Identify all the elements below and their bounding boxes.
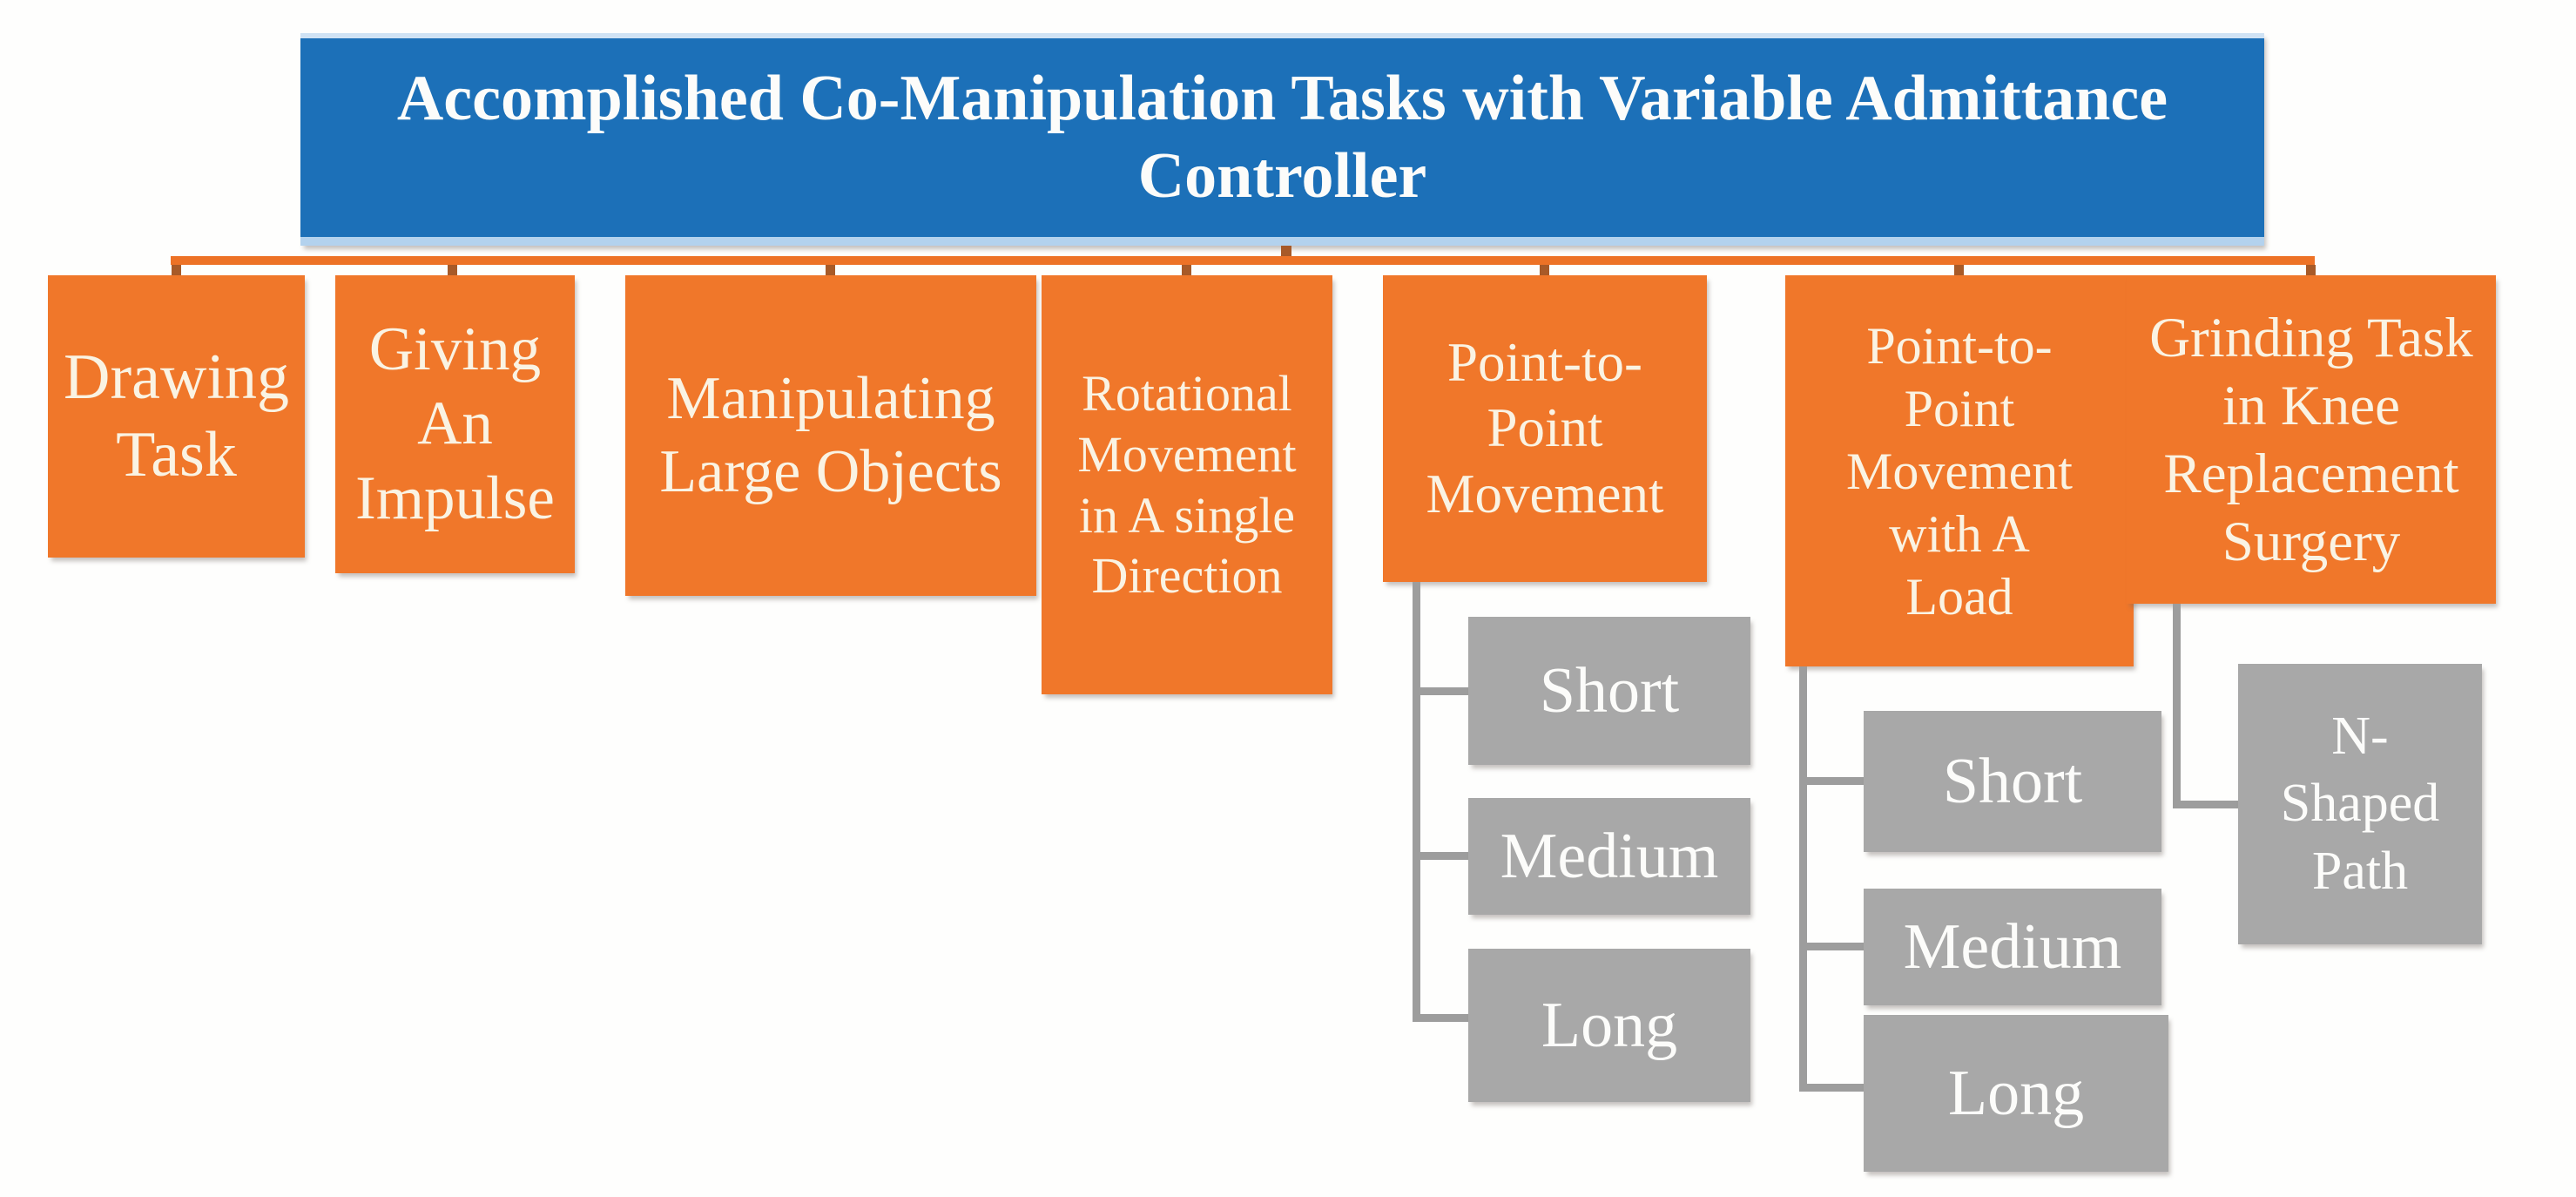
connector-tick-point-to-point bbox=[1540, 265, 1549, 276]
child-node-ptp-load-medium: Medium bbox=[1864, 889, 2161, 1005]
task-label: Point-to- Point Movement bbox=[1426, 331, 1664, 524]
task-label: Grinding Task in Knee Replacement Surger… bbox=[2149, 306, 2473, 573]
task-node-giving-an-impulse: Giving An Impulse bbox=[335, 275, 575, 573]
connector-ptp-load-vertical bbox=[1799, 666, 1807, 1092]
connector-ptp-load-long bbox=[1799, 1084, 1864, 1092]
child-label: Short bbox=[1539, 654, 1680, 727]
child-label: Long bbox=[1947, 1057, 2085, 1129]
connector-ptp-short bbox=[1413, 687, 1468, 695]
task-label: Giving An Impulse bbox=[355, 315, 555, 532]
connector-tick-manipulating-large-objects bbox=[826, 265, 835, 276]
child-label: Long bbox=[1541, 989, 1678, 1061]
connector-ptp-load-short bbox=[1799, 777, 1864, 785]
child-node-ptp-short: Short bbox=[1468, 617, 1750, 765]
task-node-drawing-task: Drawing Task bbox=[48, 275, 305, 558]
child-node-ptp-long: Long bbox=[1468, 949, 1750, 1102]
child-label: Medium bbox=[1903, 910, 2122, 983]
child-node-ptp-load-long: Long bbox=[1864, 1015, 2168, 1172]
task-node-grinding-task-knee-surgery: Grinding Task in Knee Replacement Surger… bbox=[2127, 275, 2496, 604]
task-node-point-to-point-movement: Point-to- Point Movement bbox=[1383, 275, 1707, 582]
connector-tick-point-to-point-load bbox=[1954, 265, 1964, 276]
root-node-variable-admittance-controller: Accomplished Co-Manipulation Tasks with … bbox=[300, 33, 2264, 246]
root-node-title: Accomplished Co-Manipulation Tasks with … bbox=[396, 63, 2168, 212]
connector-tick-giving-an-impulse bbox=[448, 265, 457, 276]
child-node-ptp-medium: Medium bbox=[1468, 798, 1750, 915]
task-label: Drawing Task bbox=[64, 342, 289, 490]
task-label: Rotational Movement in A single Directio… bbox=[1077, 365, 1297, 605]
connector-ptp-long bbox=[1413, 1014, 1468, 1022]
child-node-ptp-load-short: Short bbox=[1864, 711, 2161, 852]
connector-tick-drawing-task bbox=[172, 265, 181, 276]
connector-trunk-rail bbox=[171, 256, 2315, 265]
task-label: Point-to- Point Movement with A Load bbox=[1846, 316, 2073, 626]
task-node-rotational-movement: Rotational Movement in A single Directio… bbox=[1042, 275, 1332, 694]
connector-tick-rotational-movement bbox=[1182, 265, 1191, 276]
connector-root-riser bbox=[1281, 246, 1291, 257]
task-node-manipulating-large-objects: Manipulating Large Objects bbox=[625, 275, 1036, 596]
connector-ptp-medium bbox=[1413, 852, 1468, 860]
child-label: Short bbox=[1942, 745, 2083, 817]
connector-ptp-load-medium bbox=[1799, 943, 1864, 950]
child-label: Medium bbox=[1500, 820, 1719, 892]
task-label: Manipulating Large Objects bbox=[659, 365, 1002, 505]
connector-ptp-vertical bbox=[1413, 582, 1420, 1022]
task-node-point-to-point-movement-with-load: Point-to- Point Movement with A Load bbox=[1785, 275, 2134, 666]
connector-grinding-n-shaped-path bbox=[2173, 801, 2238, 808]
child-label: N- Shaped Path bbox=[2280, 706, 2440, 901]
child-node-n-shaped-path: N- Shaped Path bbox=[2238, 664, 2482, 944]
connector-tick-grinding-task bbox=[2306, 265, 2316, 276]
connector-grinding-vertical bbox=[2173, 604, 2181, 808]
